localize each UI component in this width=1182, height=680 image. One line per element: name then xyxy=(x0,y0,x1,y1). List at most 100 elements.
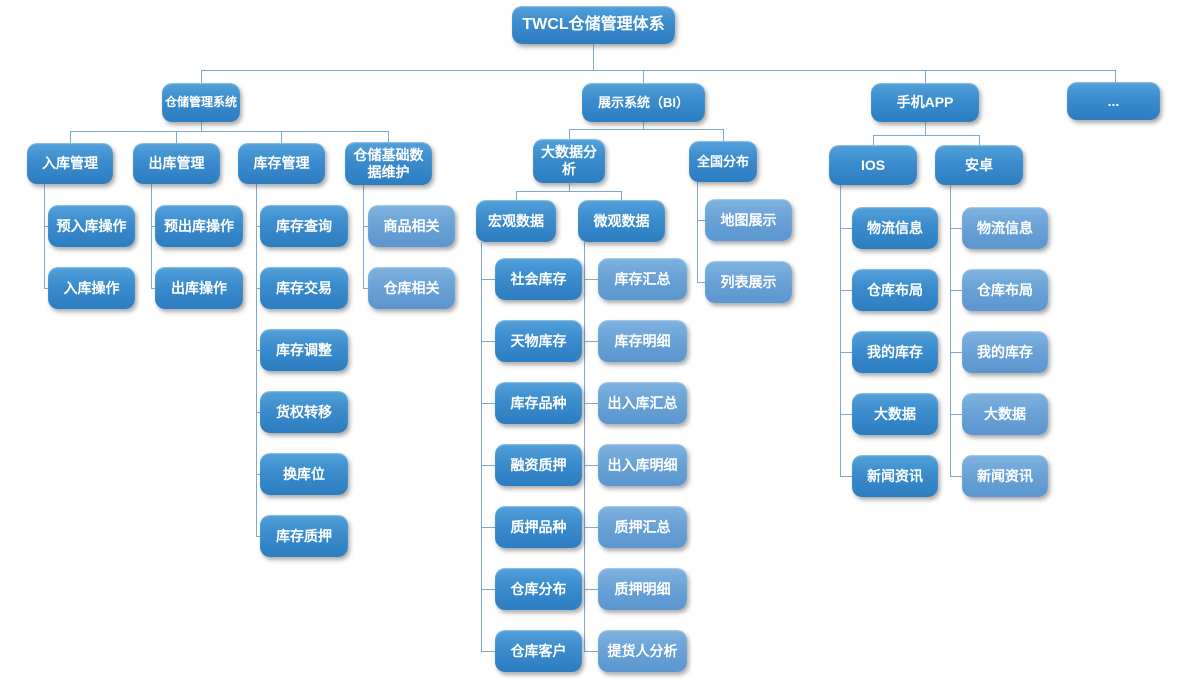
node-outbound-op: 出库操作 xyxy=(155,267,243,309)
connector-line xyxy=(950,228,962,229)
connector-line xyxy=(176,131,177,143)
node-inventory-mgmt: 库存管理 xyxy=(238,143,325,184)
node-io-detail: 出入库明细 xyxy=(598,444,687,486)
node-list-display: 列表展示 xyxy=(705,261,792,303)
connector-line xyxy=(481,589,495,590)
connector-line xyxy=(151,226,155,227)
connector-line xyxy=(584,589,598,590)
connector-line xyxy=(697,282,705,283)
node-outbound-mgmt: 出库管理 xyxy=(133,143,220,184)
connector-line xyxy=(70,131,71,143)
node-pledge-variety: 质押品种 xyxy=(495,506,582,548)
node-bin-change: 换库位 xyxy=(260,453,348,495)
node-pledge-detail: 质押明细 xyxy=(598,568,687,610)
connector-line xyxy=(481,651,495,652)
connector-line xyxy=(481,527,495,528)
connector-line xyxy=(481,465,495,466)
connector-line xyxy=(873,135,980,136)
connector-line xyxy=(584,242,585,652)
node-warehouse-related: 仓库相关 xyxy=(368,267,455,309)
connector-line xyxy=(584,279,598,280)
connector-line xyxy=(151,288,155,289)
connector-line xyxy=(950,185,951,477)
node-android-logistics-info: 物流信息 xyxy=(962,207,1048,249)
connector-line xyxy=(256,350,260,351)
connector-line xyxy=(44,184,45,289)
connector-line xyxy=(481,341,495,342)
node-bigdata-analysis: 大数据分析 xyxy=(533,139,605,183)
node-base-data: 仓储基础数据维护 xyxy=(345,142,432,185)
connector-line xyxy=(569,129,570,139)
connector-line xyxy=(256,474,260,475)
node-national-distribution: 全国分布 xyxy=(689,141,757,182)
connector-line xyxy=(643,122,644,129)
connector-line xyxy=(840,290,852,291)
node-inventory-variety: 库存品种 xyxy=(495,382,582,424)
connector-line xyxy=(70,131,389,132)
connector-line xyxy=(925,70,926,84)
connector-line xyxy=(516,191,517,200)
connector-line xyxy=(840,185,841,477)
connector-line xyxy=(840,476,852,477)
node-warehouse-customers: 仓库客户 xyxy=(495,630,582,672)
connector-line xyxy=(481,403,495,404)
connector-line xyxy=(44,226,48,227)
connector-line xyxy=(151,184,152,289)
connector-line xyxy=(950,290,962,291)
connector-line xyxy=(950,352,962,353)
node-pre-inbound-op: 预入库操作 xyxy=(48,205,135,247)
connector-line xyxy=(621,191,622,200)
node-inv-query: 库存查询 xyxy=(260,205,348,247)
connector-line xyxy=(584,465,598,466)
connector-line xyxy=(723,129,724,141)
connector-line xyxy=(201,70,202,84)
connector-line xyxy=(584,651,598,652)
node-inbound-op: 入库操作 xyxy=(48,267,135,309)
node-ios-warehouse-layout: 仓库布局 xyxy=(852,269,938,311)
node-inventory-summary: 库存汇总 xyxy=(598,258,687,300)
connector-line xyxy=(569,129,724,130)
connector-line xyxy=(388,131,389,142)
connector-line xyxy=(593,44,594,70)
node-more: ... xyxy=(1067,82,1160,120)
node-bi: 展示系统（BI） xyxy=(582,83,705,122)
connector-line xyxy=(840,352,852,353)
node-consignee-analysis: 提货人分析 xyxy=(598,630,687,672)
node-inv-trade: 库存交易 xyxy=(260,267,348,309)
node-ios-bigdata: 大数据 xyxy=(852,393,938,435)
connector-line xyxy=(873,135,874,145)
connector-line xyxy=(256,184,257,537)
node-goods-related: 商品相关 xyxy=(368,205,455,247)
connector-line xyxy=(840,228,852,229)
node-io-summary: 出入库汇总 xyxy=(598,382,687,424)
node-ios-logistics-info: 物流信息 xyxy=(852,207,938,249)
connector-line xyxy=(481,242,482,652)
connector-line xyxy=(256,536,260,537)
connector-line xyxy=(840,414,852,415)
node-app: 手机APP xyxy=(871,83,979,122)
connector-line xyxy=(584,341,598,342)
node-title-transfer: 货权转移 xyxy=(260,391,348,433)
node-android-warehouse-layout: 仓库布局 xyxy=(962,269,1048,311)
connector-line xyxy=(925,122,926,135)
connector-line xyxy=(256,288,260,289)
connector-line xyxy=(363,185,364,289)
node-ios: IOS xyxy=(829,145,917,185)
node-android: 安卓 xyxy=(935,145,1023,185)
connector-line xyxy=(201,70,1116,71)
connector-line xyxy=(201,122,202,131)
connector-line xyxy=(569,183,570,191)
connector-line xyxy=(697,182,698,283)
node-inv-pledge: 库存质押 xyxy=(260,515,348,557)
connector-line xyxy=(363,226,368,227)
connector-line xyxy=(281,131,282,143)
connector-line xyxy=(584,403,598,404)
connector-line xyxy=(643,70,644,84)
connector-line xyxy=(584,527,598,528)
node-warehouse-distribution: 仓库分布 xyxy=(495,568,582,610)
connector-line xyxy=(256,226,260,227)
node-inv-adjust: 库存调整 xyxy=(260,329,348,371)
connector-line xyxy=(516,191,622,192)
node-ios-news: 新闻资讯 xyxy=(852,455,938,497)
